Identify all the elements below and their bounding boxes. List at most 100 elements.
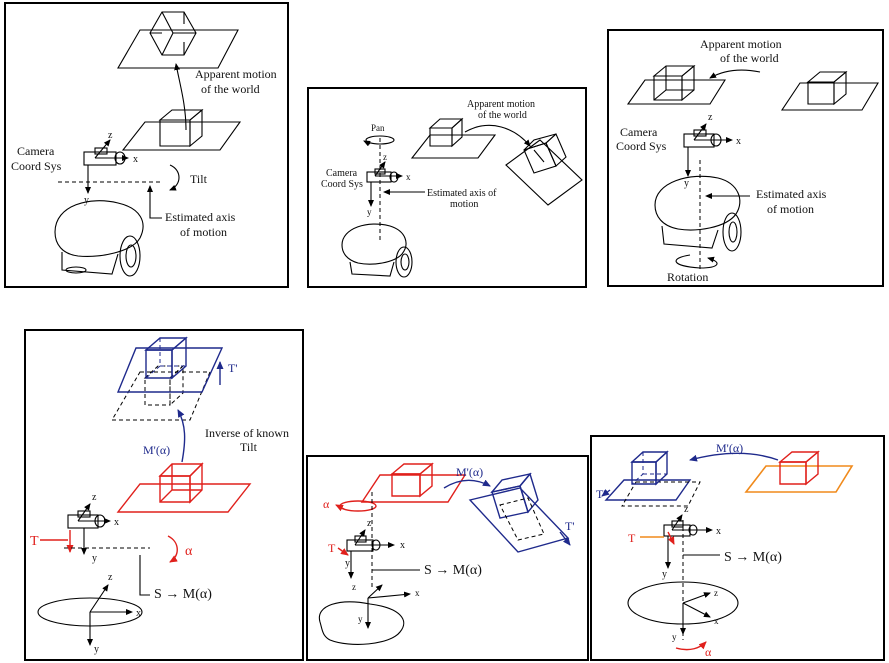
camera-label-2: Coord Sys	[11, 159, 62, 173]
axis-z: z	[684, 504, 689, 515]
axis-z: z	[92, 492, 97, 503]
base-axis-y: y	[672, 632, 677, 642]
m-alpha-arrow	[689, 452, 779, 462]
panel-frame	[24, 329, 304, 661]
alpha-arrow	[335, 504, 345, 512]
blue-plane-t-prime	[601, 450, 701, 507]
axis-z: z	[108, 130, 113, 141]
panel-frame	[590, 435, 885, 661]
apparent-motion-label-2: of the world	[720, 51, 779, 65]
panel-frame	[307, 87, 587, 288]
base-axis-y: y	[358, 614, 363, 624]
rotation-label: Rotation	[667, 270, 708, 284]
camera-label-2: Coord Sys	[616, 139, 667, 153]
alpha-label: α	[323, 497, 330, 511]
camera-coord-sys	[67, 503, 111, 555]
panel-pan-correction: M'(α) T' α z x y T S → M(α)	[306, 455, 589, 661]
camera-label-1: Camera	[17, 144, 55, 158]
camera-label-1: Camera	[326, 168, 358, 179]
axis-z: z	[708, 112, 713, 123]
panel-tilt: Apparent motion of the world z x y Camer…	[4, 2, 289, 288]
base-axis-z: z	[352, 582, 356, 592]
apparent-motion-label-1: Apparent motion	[467, 99, 535, 110]
base-axis-x: x	[136, 608, 141, 619]
camera-coord-sys	[663, 514, 713, 569]
alpha-arrow	[167, 535, 178, 563]
world-plane-left	[410, 117, 497, 159]
red-plane	[116, 462, 252, 513]
robot	[341, 223, 413, 278]
base-axis-y: y	[94, 644, 99, 655]
panel-frame	[306, 455, 589, 661]
m-alpha-label: M'(α)	[456, 465, 483, 479]
t-red-arrow	[667, 531, 675, 545]
t-prime-label: T'	[228, 361, 238, 375]
base-axis-x: x	[714, 616, 719, 626]
tilt-label: Tilt	[190, 172, 208, 186]
panel-frame	[4, 2, 289, 288]
axis-x: x	[133, 154, 138, 165]
estimated-axis-arrow	[147, 185, 162, 219]
axis-y: y	[684, 178, 689, 189]
base-axis-x: x	[415, 588, 420, 598]
base-axis-z: z	[714, 588, 718, 598]
base-plane	[318, 584, 411, 645]
alpha-label: α	[705, 645, 712, 659]
estimated-axis-label-1: Estimated axis	[165, 210, 236, 224]
axis-y: y	[84, 195, 89, 206]
t-prime-label: T'	[596, 487, 606, 501]
m-alpha-arrow	[443, 479, 491, 489]
s-to-m-label: S → M(α)	[424, 563, 482, 578]
axis-x: x	[736, 136, 741, 147]
apparent-motion-arrow	[174, 63, 187, 131]
base-plane	[37, 584, 143, 646]
estimated-axis-label-1: Estimated axis of	[427, 188, 497, 199]
dashed-plane	[111, 364, 211, 421]
m-alpha-label: M'(α)	[716, 441, 743, 455]
alpha-label: α	[185, 544, 193, 559]
axis-z: z	[367, 518, 372, 529]
axis-y: y	[662, 569, 667, 580]
t-label: T	[30, 534, 39, 549]
panel-rotation: Apparent motion of the world z x y Camer	[607, 29, 884, 287]
t-red-arrow	[337, 547, 349, 556]
panel-frame	[607, 29, 884, 287]
s-to-m-label: S → M(α)	[724, 550, 782, 565]
tilt-arrow	[169, 164, 180, 191]
s-bracket	[139, 555, 150, 596]
base-plane	[627, 581, 739, 635]
estimated-axis-label-2: motion	[450, 199, 478, 210]
estimated-axis-label-1: Estimated axis	[756, 187, 827, 201]
pan-label: Pan	[371, 123, 385, 133]
pan-arrow	[363, 140, 371, 147]
inverse-tilt-label-1: Inverse of known	[205, 426, 289, 440]
t-prime-label: T'	[565, 519, 575, 533]
s-to-m-label: S → M(α)	[154, 587, 212, 602]
camera-coord-sys	[683, 123, 733, 177]
robot	[54, 200, 144, 277]
orange-plane	[744, 450, 854, 493]
apparent-motion-arrow	[464, 124, 531, 147]
world-bottom-plane	[121, 108, 242, 151]
world-plane-left	[626, 64, 726, 105]
rotation-arrow	[675, 254, 718, 269]
m-alpha-label: M'(α)	[143, 443, 170, 457]
base-axis-z: z	[108, 572, 113, 583]
apparent-motion-label-1: Apparent motion	[195, 67, 277, 81]
camera-coord-sys	[346, 529, 395, 579]
pan-ellipse	[365, 135, 395, 145]
axis-x: x	[716, 526, 721, 537]
m-alpha-arrow	[177, 409, 186, 463]
red-plane	[360, 462, 467, 503]
alpha-ellipse	[339, 500, 377, 512]
axis-y: y	[345, 558, 350, 569]
inverse-tilt-label-2: Tilt	[240, 440, 258, 454]
apparent-motion-arrow	[709, 69, 761, 79]
camera-label-1: Camera	[620, 125, 658, 139]
camera-coord-sys	[83, 139, 129, 194]
t-label: T	[628, 531, 636, 545]
axis-y: y	[92, 553, 97, 564]
axis-x: x	[114, 517, 119, 528]
robot	[654, 175, 742, 252]
